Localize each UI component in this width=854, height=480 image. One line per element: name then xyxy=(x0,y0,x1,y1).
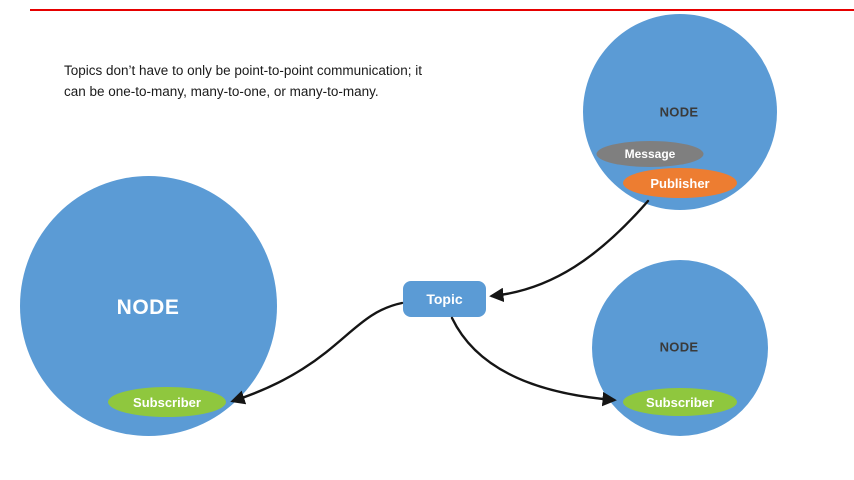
node-left-subscriber-pill: Subscriber xyxy=(108,387,226,417)
caption-line1: Topics don’t have to only be point-to-po… xyxy=(64,63,422,78)
topic-label: Topic xyxy=(426,291,463,307)
node-top-right-message-pill: Message xyxy=(596,141,704,167)
arrow-topic-to-bottom-right-subscriber xyxy=(450,316,617,407)
node-top-right-label: NODE xyxy=(659,104,699,120)
node-left-label: NODE xyxy=(116,296,180,319)
top-red-progress-line xyxy=(30,9,854,11)
topic-box: Topic xyxy=(403,281,486,317)
node-bottom-right-label: NODE xyxy=(659,339,699,355)
caption-text: Topics don’t have to only be point-to-po… xyxy=(64,61,524,103)
node-top-right-publisher-pill: Publisher xyxy=(623,168,737,198)
caption-line2: can be one-to-many, many-to-one, or many… xyxy=(64,83,379,99)
node-bottom-right-subscriber-pill: Subscriber xyxy=(623,388,737,416)
